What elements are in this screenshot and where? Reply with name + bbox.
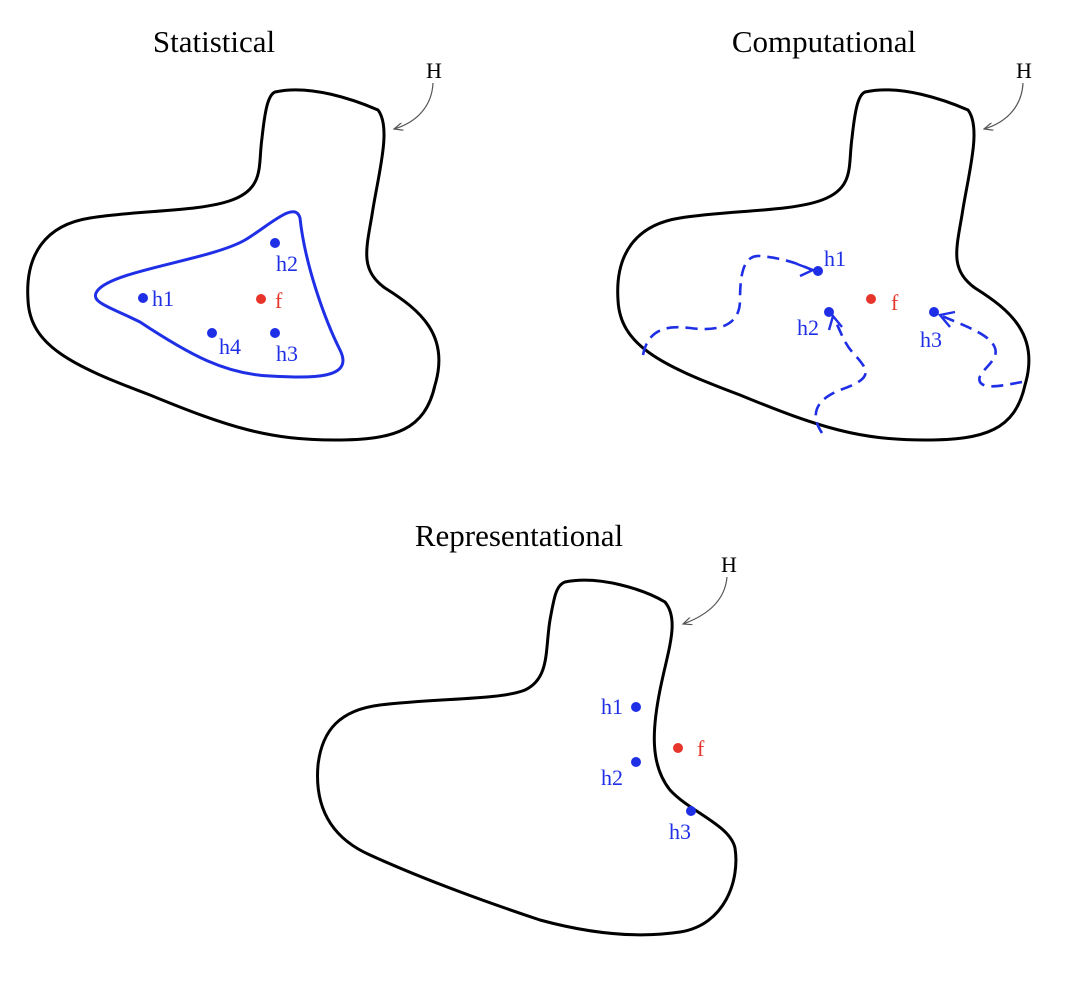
space-label: H — [721, 552, 737, 577]
point-h2: h2 — [601, 757, 641, 790]
hypothesis-dot — [686, 806, 696, 816]
point-label: h2 — [797, 315, 819, 340]
point-h2: h2 — [270, 238, 298, 276]
panel-title: Computational — [732, 24, 916, 59]
arrowhead-h3 — [937, 310, 956, 328]
search-path-h2 — [814, 319, 867, 434]
hypothesis-dot — [270, 238, 280, 248]
panel-title: Representational — [415, 518, 623, 553]
panel-representational: Representational H h1 h2 h3 f — [316, 518, 738, 937]
point-f: f — [256, 288, 283, 313]
point-label: h3 — [920, 327, 942, 352]
point-label: h3 — [669, 819, 691, 844]
target-dot — [673, 743, 683, 753]
hypothesis-dot — [270, 328, 280, 338]
hypothesis-space-outline — [26, 88, 441, 442]
hypothesis-dot — [631, 757, 641, 767]
point-label: h1 — [601, 694, 623, 719]
point-label: f — [891, 290, 899, 315]
space-label-arrow — [394, 82, 434, 129]
point-label: h1 — [824, 246, 846, 271]
hypothesis-dot — [138, 293, 148, 303]
panel-statistical: Statistical H h1 h2 h3 h4 f — [26, 24, 442, 442]
point-label: h3 — [276, 341, 298, 366]
point-h4: h4 — [207, 328, 241, 359]
search-path-h3 — [941, 314, 1023, 388]
point-h2: h2 — [797, 307, 834, 340]
good-hypotheses-region — [94, 210, 345, 379]
target-dot — [866, 294, 876, 304]
space-label: H — [426, 58, 442, 83]
space-label-arrow — [683, 576, 728, 624]
point-f: f — [673, 736, 705, 761]
panel-computational: Computational H h1 h2 h3 f — [616, 24, 1032, 442]
arrowhead-h2 — [827, 313, 843, 331]
hypothesis-dot — [631, 702, 641, 712]
point-h1: h1 — [601, 694, 641, 719]
point-label: h1 — [152, 286, 174, 311]
point-label: f — [697, 736, 705, 761]
point-h1: h1 — [813, 246, 846, 276]
search-path-h1 — [641, 254, 813, 356]
point-label: f — [275, 288, 283, 313]
point-h3: h3 — [920, 307, 942, 352]
point-f: f — [866, 290, 899, 315]
arrowhead-h1 — [796, 262, 817, 278]
space-label: H — [1016, 58, 1032, 83]
point-label: h4 — [219, 334, 241, 359]
hypothesis-dot — [813, 266, 823, 276]
panel-title: Statistical — [153, 24, 275, 59]
hypothesis-dot — [207, 328, 217, 338]
target-dot — [256, 294, 266, 304]
point-label: h2 — [601, 765, 623, 790]
point-h3: h3 — [669, 806, 696, 844]
space-label-arrow — [984, 82, 1024, 129]
hypothesis-dot — [824, 307, 834, 317]
hypothesis-space-outline — [316, 578, 738, 937]
hypothesis-space-outline — [616, 88, 1031, 442]
point-label: h2 — [276, 251, 298, 276]
hypothesis-dot — [929, 307, 939, 317]
point-h1: h1 — [138, 286, 174, 311]
point-h3: h3 — [270, 328, 298, 366]
